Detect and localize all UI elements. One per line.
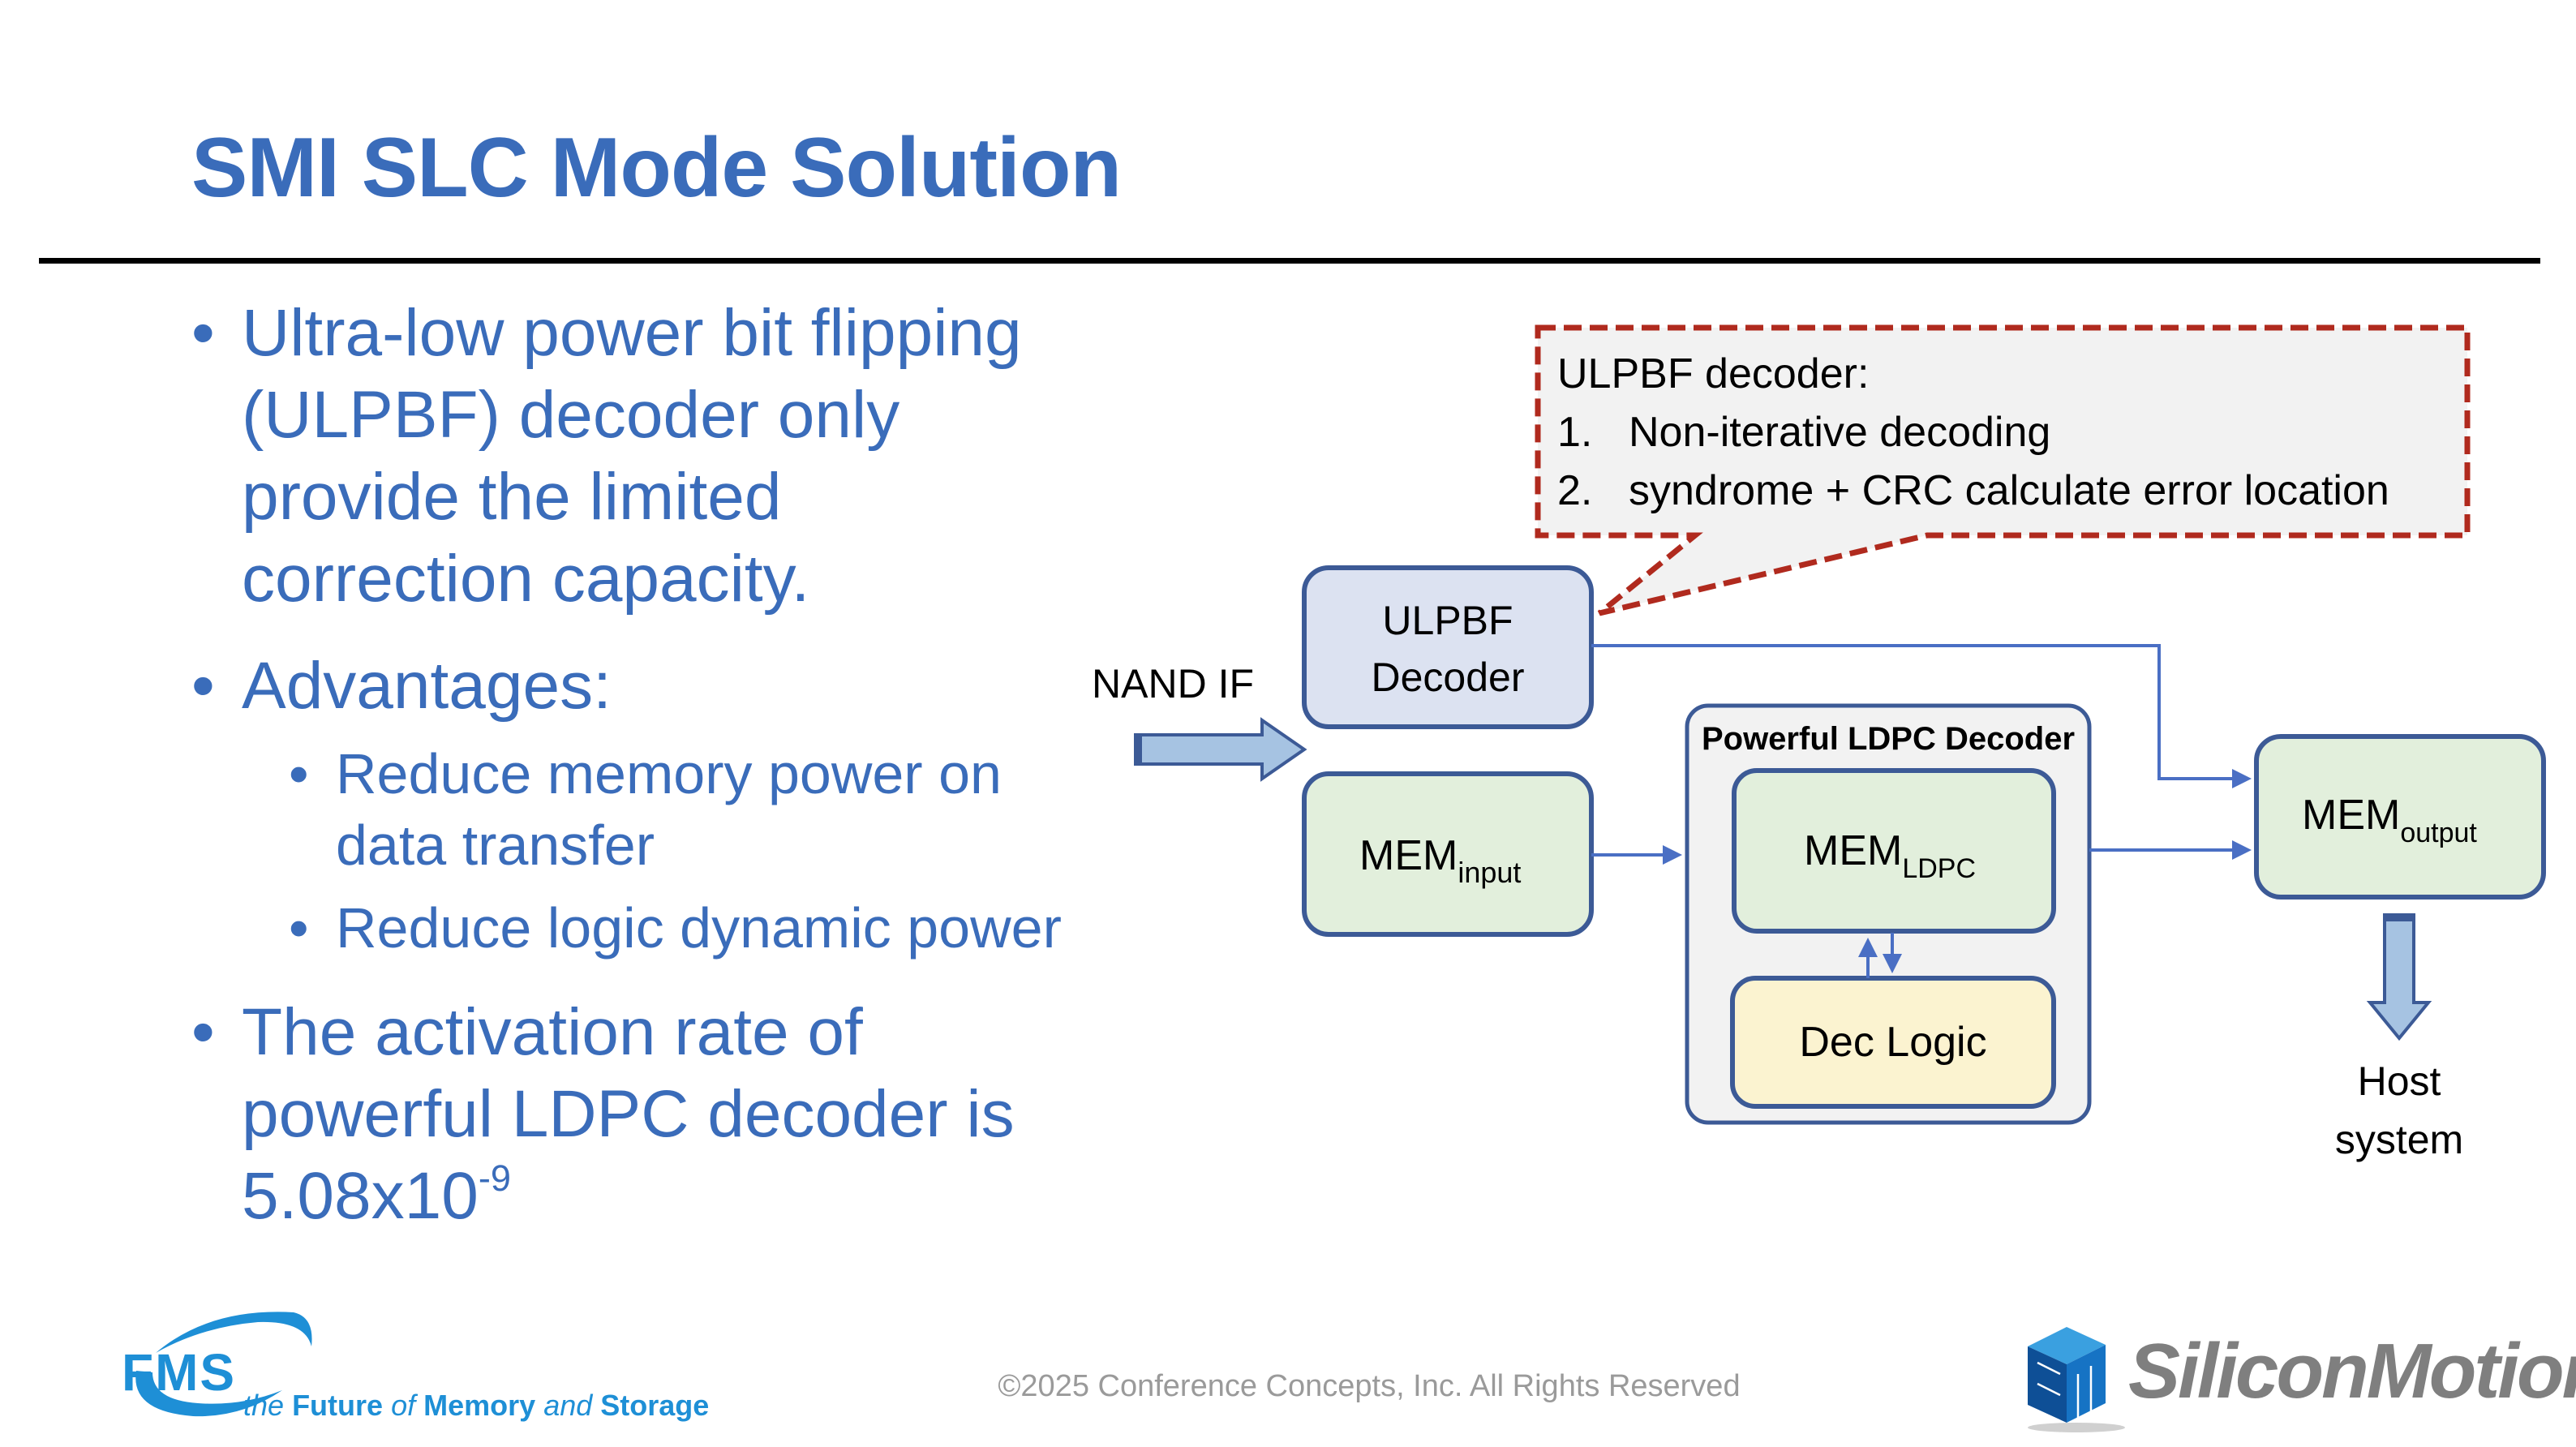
bullet-line: Advantages: [242, 649, 612, 723]
siliconmotion-cube-icon [2028, 1327, 2125, 1432]
mem-ldpc-block [1732, 768, 2056, 934]
siliconmotion-logo-text: SiliconMotion [2128, 1328, 2576, 1415]
activation-rate-value: 5.08x10-9 [242, 1157, 511, 1233]
host-label-line2: system [2335, 1117, 2463, 1162]
bullet-line: (ULPBF) decoder only [242, 378, 900, 452]
callout-shape [1535, 324, 2471, 616]
bullet-glyph: • [191, 995, 215, 1069]
ldpc-decoder-container: Powerful LDPC Decoder MEMLDPC Dec Logic [1685, 703, 2092, 1125]
callout-heading: ULPBF decoder: [1557, 350, 1869, 397]
bullet-line: Reduce logic dynamic power [336, 896, 1062, 960]
mem-ldpc-label: MEMLDPC [1804, 827, 1976, 884]
nand-input-arrow [1134, 717, 1307, 782]
dec-logic-label: Dec Logic [1799, 1019, 1986, 1066]
host-label-line1: Host [2358, 1058, 2441, 1104]
arrow-tail-mark [2385, 915, 2414, 921]
callout-item-text: Non-iterative decoding [1629, 409, 2050, 456]
nand-if-label: NAND IF [1092, 661, 1254, 706]
bullet-glyph: • [191, 649, 215, 723]
bullet-glyph: • [191, 296, 215, 370]
ulpbf-label-line1: ULPBF [1382, 598, 1513, 643]
bullet-glyph: • [289, 742, 309, 805]
host-output-arrow [2366, 913, 2432, 1041]
bullet-line: correction capacity. [242, 542, 810, 616]
fms-logo: FMS [122, 1312, 312, 1417]
slide-title: SMI SLC Mode Solution [191, 121, 1122, 215]
ulpbf-decoder-block: ULPBF Decoder [1302, 565, 1594, 729]
callout-item-text: syndrome + CRC calculate error location [1629, 467, 2389, 514]
arrow-tail-mark [1136, 735, 1142, 764]
copyright-text: ©2025 Conference Concepts, Inc. All Righ… [998, 1369, 1741, 1403]
title-divider [39, 258, 2540, 264]
ulpbf-label-line2: Decoder [1372, 655, 1525, 700]
callout-item-number: 1. [1557, 409, 1592, 456]
bullet-line: powerful LDPC decoder is [242, 1077, 1015, 1151]
mem-output-block: MEMoutput [2254, 734, 2546, 900]
mem-output-label: MEMoutput [2302, 792, 2477, 848]
mem-input-block: MEMinput [1302, 771, 1594, 937]
fms-mark: FMS [122, 1343, 236, 1402]
mem-input-label: MEMinput [1359, 832, 1521, 889]
bullet-line: Reduce memory power on [336, 742, 1002, 805]
bullet-glyph: • [289, 896, 309, 960]
bullet-line: provide the limited [242, 460, 782, 534]
bullet-line: data transfer [336, 814, 655, 877]
bullet-line: Ultra-low power bit flipping [242, 296, 1022, 370]
ulpbf-to-output-connector [1591, 644, 2252, 788]
activation-rate-exponent: -9 [478, 1157, 511, 1200]
dec-logic-block [1730, 976, 2056, 1109]
fms-tagline: the Future of Memory and Storage [243, 1389, 710, 1422]
ulpbf-callout: ULPBF decoder: 1. Non-iterative decoding… [1535, 324, 2471, 616]
bullet-line: The activation rate of [242, 995, 863, 1069]
callout-item-number: 2. [1557, 467, 1592, 514]
ldpc-container-title: Powerful LDPC Decoder [1702, 721, 2075, 757]
